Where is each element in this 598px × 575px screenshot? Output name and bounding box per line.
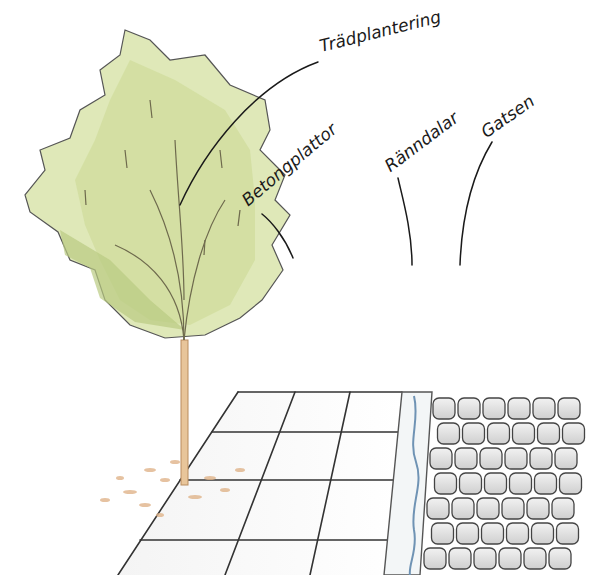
cobblestone [535, 473, 557, 494]
cobblestone [430, 448, 452, 469]
cobblestone [507, 523, 529, 544]
cobblestone [530, 448, 552, 469]
cobblestone [455, 448, 477, 469]
cobblestone [524, 548, 546, 569]
cobblestone [557, 523, 579, 544]
cobblestone [449, 548, 471, 569]
concrete-slabs [118, 392, 402, 575]
cobblestone [549, 548, 571, 569]
cobblestone [513, 423, 535, 444]
cobblestone [510, 473, 532, 494]
cobblestone [460, 473, 482, 494]
cobblestones [424, 398, 585, 569]
cobblestone [438, 423, 460, 444]
cobblestone [527, 498, 549, 519]
cobblestone [485, 473, 507, 494]
tree [25, 30, 290, 485]
cobblestone [563, 423, 585, 444]
cobblestone [432, 523, 454, 544]
cobblestone [452, 498, 474, 519]
cobblestone [532, 523, 554, 544]
cobblestone [505, 448, 527, 469]
cobblestone [499, 548, 521, 569]
part-label: Trädplantering [318, 8, 443, 55]
cobblestone [508, 398, 530, 419]
cobblestone [458, 398, 480, 419]
cobblestone [435, 473, 457, 494]
cobblestone [457, 523, 479, 544]
cobblestone [463, 423, 485, 444]
cobblestone [477, 498, 499, 519]
cobblestone [433, 398, 455, 419]
fallen-leaves [100, 460, 245, 517]
part-label: Ränndalar [382, 109, 462, 175]
cobblestone [552, 498, 574, 519]
gutter [384, 392, 432, 575]
cobblestone [502, 498, 524, 519]
part-label: Gatsen [478, 92, 537, 141]
cobblestone [538, 423, 560, 444]
cobblestone [533, 398, 555, 419]
cobblestone [488, 423, 510, 444]
cobblestone [560, 473, 582, 494]
leader-lines [180, 62, 492, 265]
cobblestone [555, 448, 577, 469]
cobblestone [427, 498, 449, 519]
cobblestone [483, 398, 505, 419]
cobblestone [424, 548, 446, 569]
cobblestone [474, 548, 496, 569]
cobblestone [482, 523, 504, 544]
cobblestone [480, 448, 502, 469]
cobblestone [558, 398, 580, 419]
